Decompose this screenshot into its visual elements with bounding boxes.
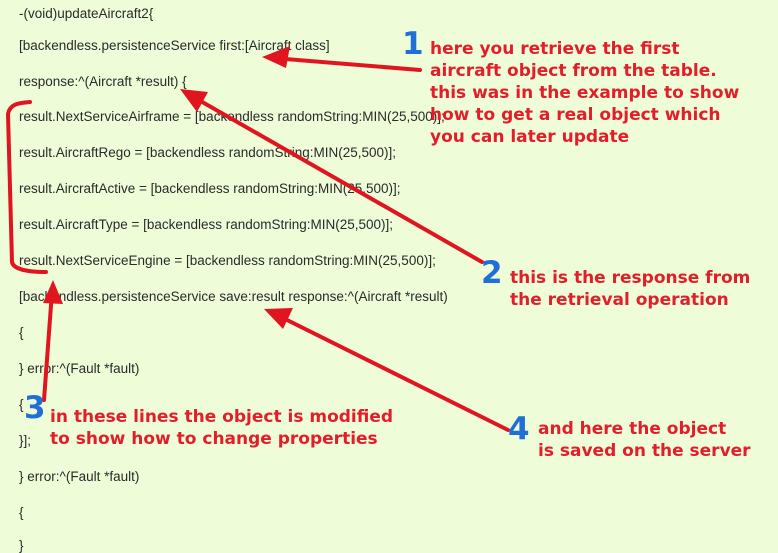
code-line: } (19, 538, 24, 553)
code-line: result.AircraftType = [backendless rando… (19, 217, 394, 232)
annotation-2-text: this is the response from the retrieval … (510, 268, 751, 310)
annotation-1-number: 1 (402, 26, 424, 62)
annotation-4-text: and here the object is saved on the serv… (538, 419, 751, 461)
annotation-3-number: 3 (24, 390, 46, 426)
code-line: } error:^(Fault *fault) (19, 361, 140, 376)
code-line: response:^(Aircraft *result) { (19, 74, 187, 89)
annotation-2-number: 2 (481, 255, 503, 291)
code-line: result.AircraftRego = [backendless rando… (19, 145, 397, 160)
code-line: [backendless.persistenceService save:res… (19, 289, 448, 304)
code-line: result.AircraftActive = [backendless ran… (19, 181, 401, 196)
annotation-3-text: in these lines the object is modified to… (50, 407, 394, 449)
arrow-4-head (264, 308, 293, 329)
code-line: { (19, 505, 24, 520)
code-line: { (19, 397, 24, 412)
annotation-4-number: 4 (508, 411, 530, 447)
annotation-1-text: here you retrieve the first aircraft obj… (430, 39, 740, 147)
arrow-3 (42, 290, 54, 402)
code-line: [backendless.persistenceService first:[A… (19, 38, 330, 53)
code-line: { (19, 325, 24, 340)
code-line: result.NextServiceAirframe = [backendles… (19, 109, 445, 124)
code-line: -(void)updateAircraft2{ (19, 6, 154, 21)
code-line: result.NextServiceEngine = [backendless … (19, 253, 436, 268)
code-line: } error:^(Fault *fault) (19, 469, 140, 484)
arrow-1 (271, 56, 422, 72)
code-line: }]; (19, 433, 32, 448)
